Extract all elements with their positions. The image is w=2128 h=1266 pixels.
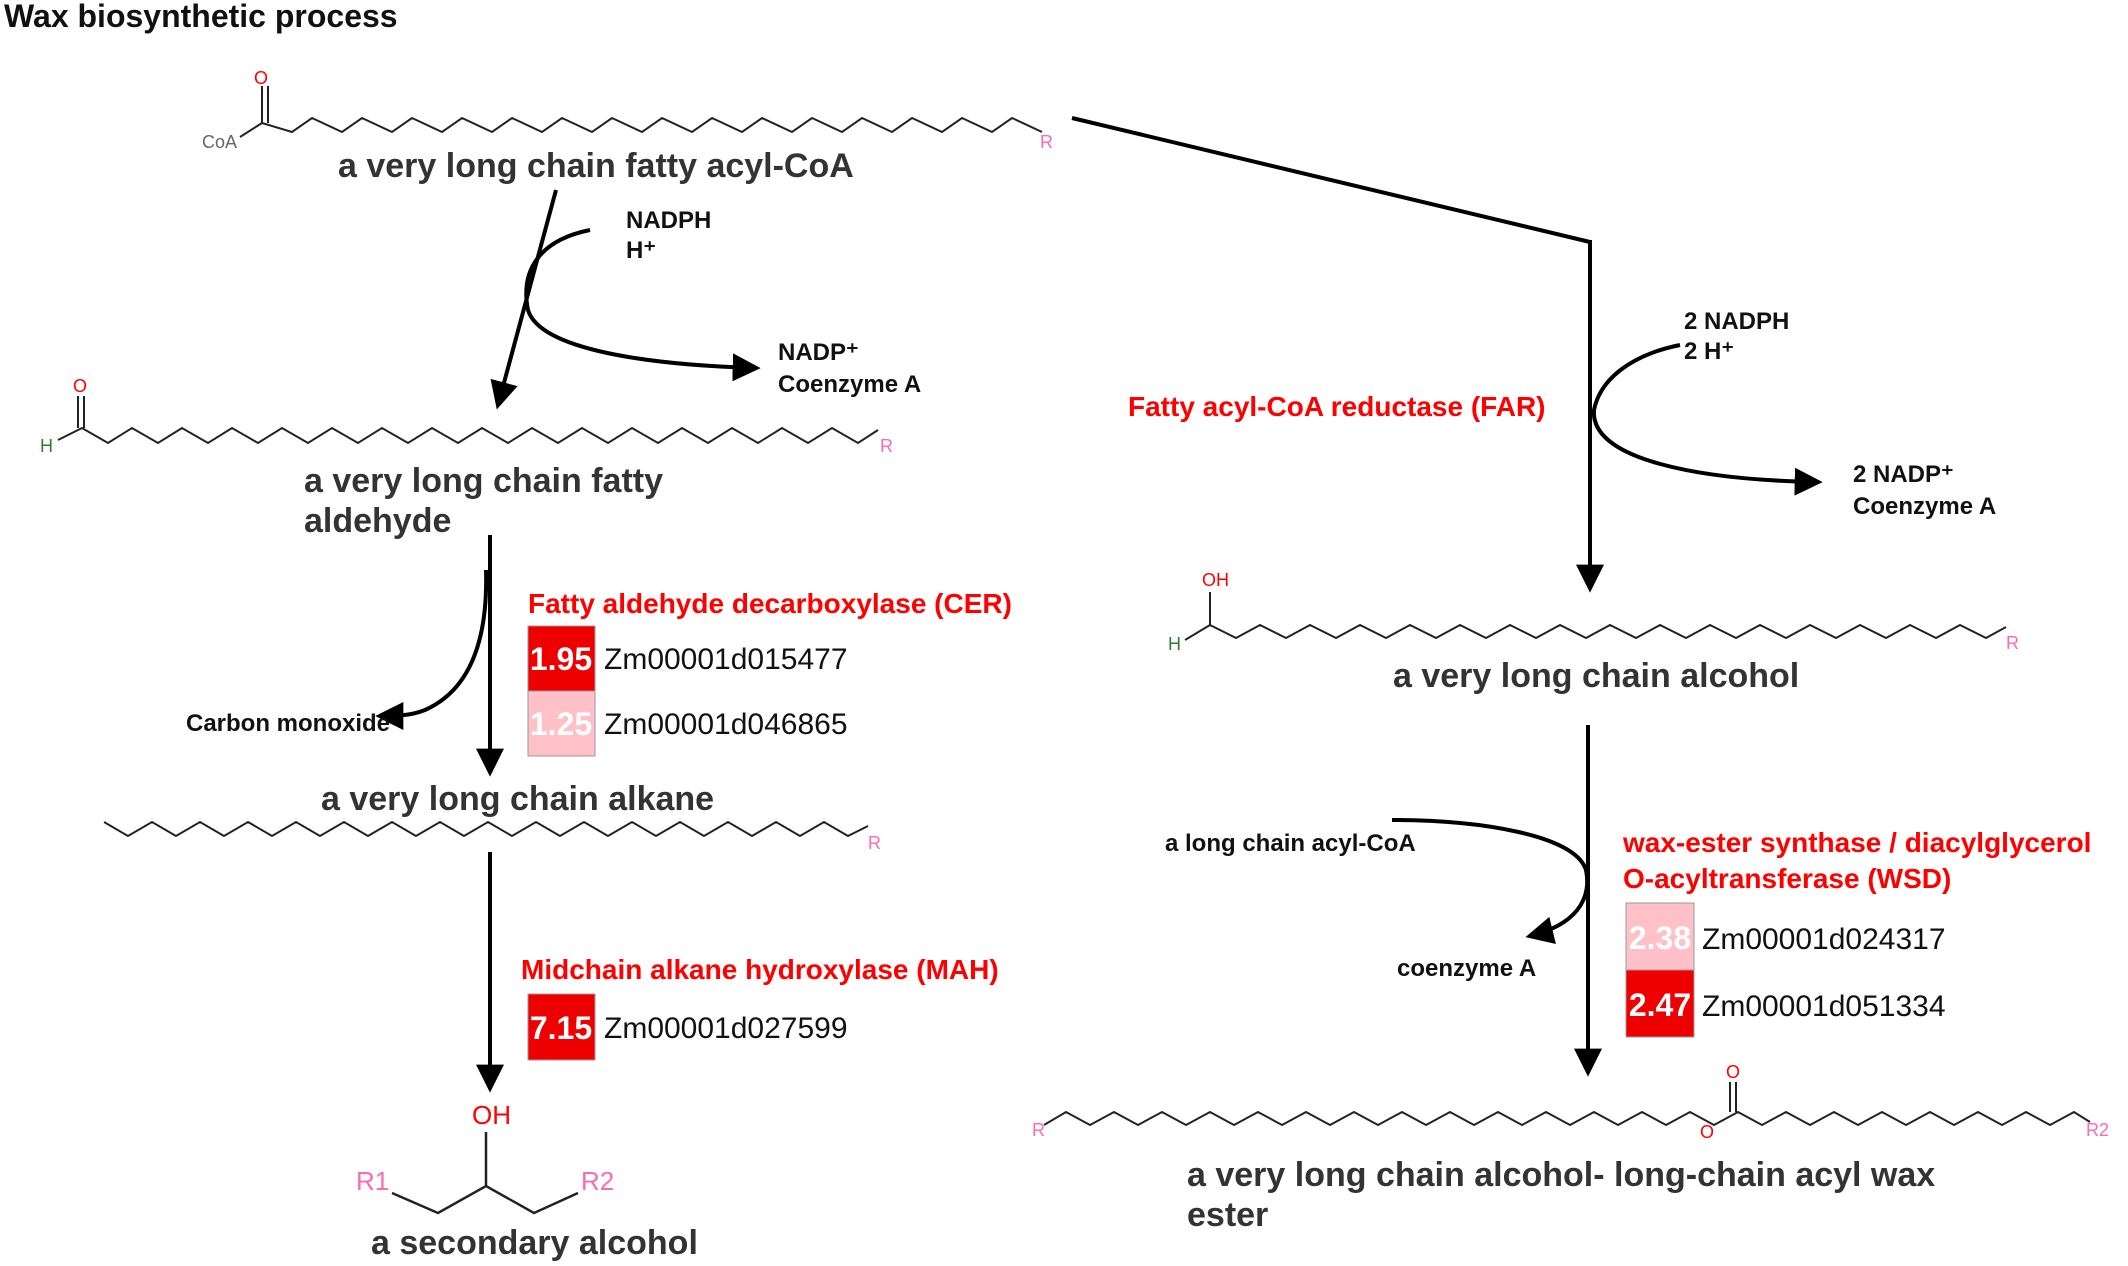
aldehyde-oxygen: O <box>73 376 87 396</box>
wsd-gene-value-box <box>1625 902 1695 971</box>
acyl-coa-structure: O CoA R <box>202 68 1053 152</box>
wsd-gene-value-box <box>1625 969 1695 1038</box>
cer-gene-value-box <box>527 690 596 757</box>
cer-gene-id: Zm00001d015477 <box>604 643 848 676</box>
wsd-gene-id: Zm00001d051334 <box>1702 990 1946 1023</box>
coa-label: CoA <box>202 132 237 152</box>
h-plus-label: H⁺ <box>626 237 656 264</box>
carbon-monoxide-side-arrow <box>375 569 489 730</box>
secondary-alcohol-name: a secondary alcohol <box>371 1224 698 1262</box>
r1-label: R1 <box>356 1166 389 1196</box>
carbon-monoxide-label: Carbon monoxide <box>186 710 390 737</box>
cer-gene-value: 1.95 <box>530 641 592 677</box>
ester-r-left: R <box>1032 1120 1045 1140</box>
nadph-side-arrow <box>524 228 761 382</box>
acyl-coa-name: a very long chain fatty acyl-CoA <box>338 147 854 185</box>
wsd-gene-row: 2.47 Zm00001d051334 <box>1625 969 1946 1038</box>
wsd-gene-id: Zm00001d024317 <box>1702 923 1946 956</box>
nadph-label: NADPH <box>626 207 711 234</box>
wax-ester-name-line2: ester <box>1187 1196 1268 1234</box>
mah-enzyme-name: Midchain alkane hydroxylase (MAH) <box>521 954 999 985</box>
coenzyme-a-label: Coenzyme A <box>778 371 921 398</box>
alcohol-oh-label: OH <box>1202 570 1229 590</box>
secondary-alcohol-structure: OH R1 R2 <box>356 1100 614 1215</box>
two-nadp-label: 2 NADP⁺ <box>1853 461 1954 488</box>
cer-gene-row: 1.25 Zm00001d046865 <box>527 690 848 757</box>
alkane-name: a very long chain alkane <box>321 780 714 818</box>
r-group-label: R <box>1040 132 1053 152</box>
page-title: Wax biosynthetic process <box>4 0 398 34</box>
alcohol-structure: OH H R <box>1168 570 2019 654</box>
wsd-enzyme-name-line2: O-acyltransferase (WSD) <box>1623 863 1951 894</box>
aldehyde-name-line2: aldehyde <box>304 502 451 540</box>
aldehyde-structure: O H R <box>40 376 893 456</box>
ester-r2-right: R2 <box>2086 1120 2109 1140</box>
wax-ester-structure: O O R R2 <box>1032 1062 2109 1142</box>
wsd-enzyme-name-line1: wax-ester synthase / diacylglycerol <box>1622 827 2091 858</box>
branch-connector <box>1071 116 1591 244</box>
ester-oxygen: O <box>1700 1122 1714 1142</box>
mah-gene-value: 7.15 <box>530 1010 592 1046</box>
r2-label: R2 <box>581 1166 614 1196</box>
far-coenzyme-a-label: Coenzyme A <box>1853 493 1996 520</box>
wsd-gene-value: 2.47 <box>1629 987 1691 1023</box>
aldehyde-r-group: R <box>880 436 893 456</box>
cer-gene-row: 1.95 Zm00001d015477 <box>527 625 848 692</box>
mah-gene-value-box <box>527 993 596 1061</box>
oxygen-atom: O <box>254 68 268 88</box>
alcohol-h-label: H <box>1168 634 1181 654</box>
cer-gene-value: 1.25 <box>530 706 592 742</box>
wsd-gene-value: 2.38 <box>1629 920 1691 956</box>
mah-gene-id: Zm00001d027599 <box>604 1012 848 1045</box>
cer-enzyme-name: Fatty aldehyde decarboxylase (CER) <box>528 588 1012 619</box>
nadp-label: NADP⁺ <box>778 339 859 366</box>
aldehyde-name-line1: a very long chain fatty <box>304 462 663 500</box>
two-h-plus-label: 2 H⁺ <box>1684 338 1734 365</box>
ester-carbonyl-oxygen: O <box>1726 1062 1740 1082</box>
cer-gene-id: Zm00001d046865 <box>604 708 848 741</box>
two-nadph-label: 2 NADPH <box>1684 308 1789 335</box>
wax-ester-name-line1: a very long chain alcohol- long-chain ac… <box>1187 1156 1935 1194</box>
acyl-coa-side-arrow <box>1391 818 1590 945</box>
wsd-gene-row: 2.38 Zm00001d024317 <box>1625 902 1946 971</box>
aldehyde-hydrogen: H <box>40 436 53 456</box>
far-enzyme-name: Fatty acyl-CoA reductase (FAR) <box>1128 391 1546 422</box>
long-chain-acyl-coa-label: a long chain acyl-CoA <box>1165 830 1416 857</box>
alcohol-name: a very long chain alcohol <box>1393 657 1799 695</box>
alkane-r-group: R <box>868 833 881 853</box>
alcohol-r-group: R <box>2006 633 2019 653</box>
alkane-structure: R <box>103 820 881 853</box>
mah-gene-row: 7.15 Zm00001d027599 <box>527 993 848 1061</box>
far-cofactor-arrow <box>1591 343 1823 496</box>
hydroxyl-label: OH <box>472 1100 511 1130</box>
coenzyme-a-lower-label: coenzyme A <box>1397 955 1536 982</box>
